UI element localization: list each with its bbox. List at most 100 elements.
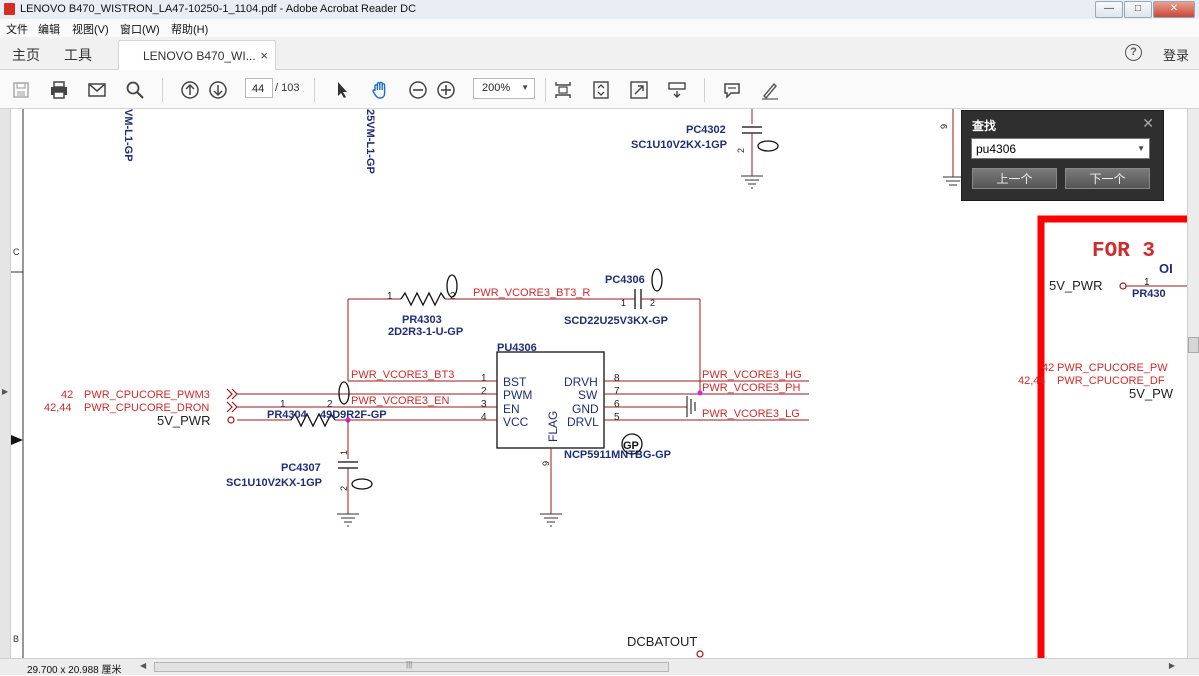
page-up-icon[interactable]	[179, 79, 201, 101]
zoom-select[interactable]: 200% ▼	[473, 78, 535, 99]
fit-width-icon[interactable]	[552, 79, 574, 101]
fit-page-icon[interactable]	[590, 79, 612, 101]
pc4302-part: SC1U10V2KX-1GP	[631, 139, 727, 151]
port-circle-icon	[696, 650, 704, 658]
help-icon[interactable]: ?	[1125, 44, 1142, 61]
scroll-grip-icon: |||	[406, 660, 413, 669]
pin-num-4: 4	[481, 412, 487, 423]
close-icon[interactable]: ✕	[1142, 115, 1154, 131]
hand-icon[interactable]	[369, 79, 391, 101]
login-button[interactable]: 登录	[1162, 48, 1189, 63]
pc4307-pin2: 2	[339, 486, 349, 491]
menu-window[interactable]: 窗口(W)	[120, 24, 160, 36]
dcbatout-label: DCBATOUT	[627, 634, 697, 649]
net-bt3-r: PWR_VCORE3_BT3_R	[473, 287, 590, 299]
search-icon[interactable]	[124, 79, 146, 101]
full-screen-icon[interactable]	[628, 79, 650, 101]
page-down-icon[interactable]	[207, 79, 229, 101]
pin-drvl: DRVL	[567, 415, 599, 429]
menu-view[interactable]: 视图(V)	[72, 24, 109, 36]
window-controls: — □ ✕	[1094, 1, 1195, 18]
tab-document[interactable]: LENOVO B470_WI... ×	[118, 40, 276, 70]
vertical-scroll-thumb[interactable]	[1188, 337, 1199, 353]
horizontal-scrollbar[interactable]: ◀ ||| ▶	[140, 660, 1175, 672]
left-panel-toggle[interactable]: ▶	[0, 109, 11, 658]
gp-marker-icon	[338, 381, 350, 405]
right-pwm-pages: 42	[1042, 362, 1054, 374]
vertical-scrollbar[interactable]	[1187, 109, 1199, 658]
pr4303-part: 2D2R3-1-U-GP	[388, 326, 463, 338]
port-circle-icon	[227, 416, 235, 424]
gp-circle-icon	[621, 433, 643, 455]
page-number-input[interactable]: 44	[245, 78, 273, 98]
acrobat-icon	[4, 3, 15, 15]
pc4307-part: SC1U10V2KX-1GP	[226, 477, 322, 489]
tab-bar: 主页 工具 LENOVO B470_WI... × ? 登录	[0, 37, 1199, 70]
menu-help[interactable]: 帮助(H)	[171, 24, 209, 36]
pu4306-part: NCP5911MNTBG-GP	[564, 449, 671, 461]
find-panel: 查找 ✕ ▼ 上一个 下一个	[961, 110, 1164, 201]
pc4307-ref: PC4307	[281, 462, 321, 474]
find-prev-button[interactable]: 上一个	[972, 168, 1057, 189]
pin-bst: BST	[503, 375, 527, 389]
menu-file[interactable]: 文件	[6, 24, 28, 36]
minimize-button[interactable]: —	[1095, 1, 1123, 18]
ruler-b: B	[13, 634, 19, 644]
resistor-pr4304	[290, 412, 336, 428]
pu4306-ref: PU4306	[497, 342, 537, 354]
comment-icon[interactable]	[721, 79, 743, 101]
pin-num-3: 3	[481, 399, 487, 410]
title-bar: LENOVO B470_WISTRON_LA47-10250-1_1104.pd…	[0, 0, 1199, 20]
status-bar: 29.700 x 20.988 厘米 ◀ ||| ▶	[0, 658, 1199, 676]
pr4303-ref: PR4303	[402, 314, 442, 326]
right-pin1: 1	[1144, 277, 1150, 288]
close-tab-icon[interactable]: ×	[260, 48, 268, 63]
dron-net: PWR_CPUCORE_DRON	[84, 402, 209, 414]
close-window-button[interactable]: ✕	[1153, 1, 1195, 18]
chevron-down-icon[interactable]: ▼	[1137, 144, 1145, 153]
toolbar-separator	[704, 78, 705, 102]
maximize-button[interactable]: □	[1124, 1, 1152, 18]
email-icon[interactable]	[86, 79, 108, 101]
window-title: LENOVO B470_WISTRON_LA47-10250-1_1104.pd…	[20, 3, 417, 15]
resistor-pr4303	[400, 291, 446, 307]
pr4304-part: 49D9R2F-GP	[320, 409, 387, 421]
highlight-box	[1037, 215, 1188, 658]
scroll-right-icon[interactable]: ▶	[1168, 661, 1175, 670]
gp-marker-icon	[351, 478, 373, 490]
menu-edit[interactable]: 编辑	[38, 24, 60, 36]
page-dimensions: 29.700 x 20.988 厘米	[27, 665, 122, 676]
zoom-out-icon[interactable]	[407, 79, 429, 101]
net-hg: PWR_VCORE3_HG	[702, 369, 802, 381]
select-arrow-icon[interactable]	[331, 79, 353, 101]
scroll-left-icon[interactable]: ◀	[140, 661, 147, 670]
print-icon[interactable]	[48, 79, 70, 101]
pc4307-pin1: 1	[339, 450, 349, 455]
pr4304-pin1: 1	[280, 399, 286, 410]
pin-num-6: 6	[614, 399, 620, 410]
toolbar-separator	[545, 78, 546, 102]
find-next-button[interactable]: 下一个	[1065, 168, 1150, 189]
zoom-in-icon[interactable]	[435, 79, 457, 101]
chevron-down-icon: ▼	[521, 83, 529, 92]
find-input[interactable]	[971, 138, 1150, 159]
save-icon[interactable]	[10, 79, 32, 101]
tab-home[interactable]: 主页	[12, 47, 40, 63]
pr4303-pin1: 1	[387, 291, 393, 302]
sign-icon[interactable]	[759, 79, 781, 101]
expand-arrow-icon: ▶	[2, 387, 9, 396]
pc4306-part: SCD22U25V3KX-GP	[564, 315, 668, 327]
dron-pages: 42,44	[44, 402, 72, 414]
pin-vcc: VCC	[503, 415, 529, 429]
horizontal-scroll-thumb[interactable]	[154, 662, 669, 672]
read-mode-icon[interactable]	[666, 79, 688, 101]
pin-sw: SW	[578, 388, 598, 402]
pin-pwm: PWM	[503, 388, 532, 402]
right-5v-pwr: 5V_PWR	[1049, 278, 1102, 293]
tab-tools[interactable]: 工具	[64, 47, 92, 63]
pin-num-2: 2	[481, 386, 487, 397]
net-bt3: PWR_VCORE3_BT3	[351, 369, 454, 381]
gp-marker-icon	[651, 268, 663, 292]
tab-document-label: LENOVO B470_WI...	[143, 49, 256, 63]
net-ph: PWR_VCORE3_PH	[702, 382, 800, 394]
